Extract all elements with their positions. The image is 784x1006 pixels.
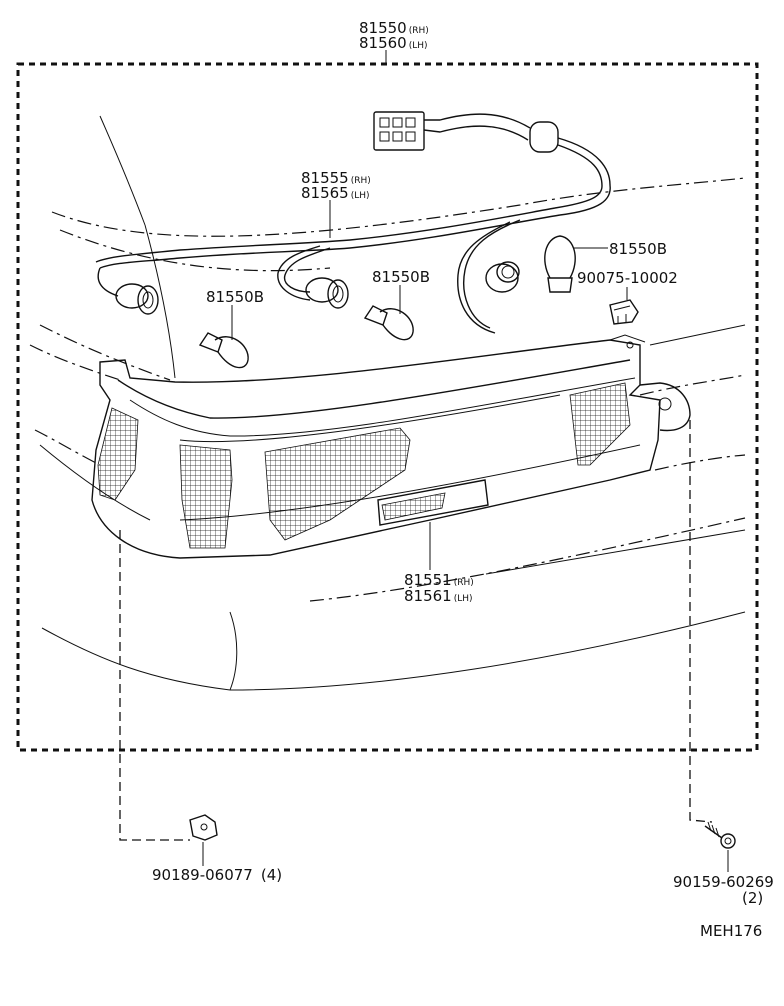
- reflector: [377, 479, 489, 526]
- lens-label: 81551(RH) 81561(LH): [404, 571, 474, 605]
- socket-wire-label: 81555(RH) 81565(LH): [301, 169, 371, 202]
- nut-leader: [119, 530, 190, 841]
- svg-text:90189-06077(4): 90189-06077 (4): [152, 866, 282, 884]
- figure-code: MEH176: [700, 922, 762, 940]
- bulb-right-label: 81550B: [609, 240, 667, 258]
- bulb-right-icon: [544, 235, 576, 293]
- socket-left: [97, 267, 159, 315]
- svg-text:81561(LH): 81561(LH): [404, 587, 473, 605]
- assembly-boundary: [16, 62, 759, 752]
- svg-text:81560(LH): 81560(LH): [359, 34, 428, 52]
- socket-middle: [305, 277, 349, 309]
- lens-grid-center: [264, 427, 411, 541]
- socket-wire-rh: (RH): [351, 176, 371, 186]
- lamp-housing: [91, 334, 691, 559]
- assembly-number: 81550: [359, 19, 407, 37]
- assembly-rh: (RH): [409, 26, 429, 36]
- nut-label: 90189-06077 (4): [152, 866, 282, 884]
- lens-alt-number: 81561: [404, 587, 452, 605]
- lens-grid-left: [97, 407, 233, 549]
- lens-grid-right: [569, 382, 631, 466]
- bulb-middle-label: 81550B: [372, 268, 430, 286]
- screw-number: 90159-60269: [673, 873, 774, 891]
- bulb-middle-icon: [363, 305, 414, 341]
- bulb-left-label: 81550B: [206, 288, 264, 306]
- vehicle-body-outline: [29, 115, 746, 691]
- wire-harness: [95, 111, 611, 334]
- socket-wire-alt-number: 81565: [301, 184, 349, 202]
- screw-leader: [689, 420, 713, 823]
- socket-wire-lh: (LH): [351, 191, 370, 201]
- screw-qty: (2): [742, 889, 763, 907]
- bulb-left-icon: [198, 332, 249, 369]
- svg-text:81550(RH): 81550(RH): [359, 19, 429, 37]
- nut-number: 90189-06077: [152, 866, 253, 884]
- svg-text:81551(RH): 81551(RH): [404, 571, 474, 589]
- nut-icon: [189, 814, 218, 841]
- assembly-alt-number: 81560: [359, 34, 407, 52]
- assembly-label: 81550(RH) 81560(LH): [359, 19, 429, 52]
- clip-label: 90075-10002: [577, 269, 678, 287]
- lens-rh: (RH): [454, 578, 474, 588]
- nut-qty: (4): [261, 866, 282, 884]
- clip-icon: [609, 299, 639, 325]
- socket-wire-number: 81555: [301, 169, 349, 187]
- screw-icon: [704, 821, 736, 849]
- assembly-lh: (LH): [409, 41, 428, 51]
- screw-label: 90159-60269 (2): [673, 873, 774, 907]
- svg-text:81565(LH): 81565(LH): [301, 184, 370, 202]
- socket-right: [485, 261, 520, 293]
- lens-number: 81551: [404, 571, 452, 589]
- svg-text:81555(RH): 81555(RH): [301, 169, 371, 187]
- lens-lh: (LH): [454, 594, 473, 604]
- leader-lines: [202, 200, 746, 872]
